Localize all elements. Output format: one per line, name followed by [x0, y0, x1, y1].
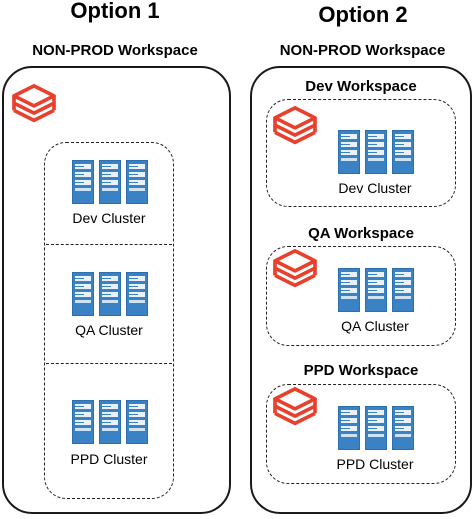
cluster-divider	[46, 244, 172, 245]
dev-workspace-title: Dev Workspace	[305, 78, 417, 95]
ppd-workspace-title: PPD Workspace	[303, 362, 419, 379]
databricks-layers-icon	[273, 249, 317, 289]
cluster-label: QA Cluster	[75, 322, 143, 338]
cluster-label: PPD Cluster	[70, 451, 148, 467]
option-1-cluster-group	[44, 142, 174, 499]
option-2-workspace-label: NON-PROD Workspace	[279, 42, 446, 59]
server-rack-icon	[72, 160, 148, 204]
dev-workspace-box	[266, 99, 456, 207]
qa-workspace-box	[266, 246, 456, 346]
databricks-layers-icon	[12, 84, 56, 124]
server-rack-icon	[338, 268, 414, 312]
cluster-label: Dev Cluster	[72, 210, 146, 226]
qa-workspace-title: QA Workspace	[308, 225, 414, 242]
option-2-workspace-box	[250, 66, 472, 514]
server-rack-icon	[338, 130, 414, 174]
cluster-divider	[46, 363, 172, 364]
cluster-label: PPD Cluster	[336, 456, 414, 472]
option-1-workspace-box	[2, 66, 231, 514]
option-2-title: Option 2	[318, 2, 408, 27]
cluster-label: QA Cluster	[341, 318, 409, 334]
server-rack-icon	[338, 406, 414, 450]
cluster-label: Dev Cluster	[338, 180, 412, 196]
server-rack-icon	[72, 400, 148, 444]
server-rack-icon	[72, 272, 148, 316]
databricks-layers-icon	[273, 387, 317, 427]
option-1-title: Option 1	[70, 0, 160, 23]
option-1-workspace-label: NON-PROD Workspace	[32, 42, 198, 59]
ppd-workspace-box	[266, 384, 456, 484]
databricks-layers-icon	[273, 106, 317, 146]
